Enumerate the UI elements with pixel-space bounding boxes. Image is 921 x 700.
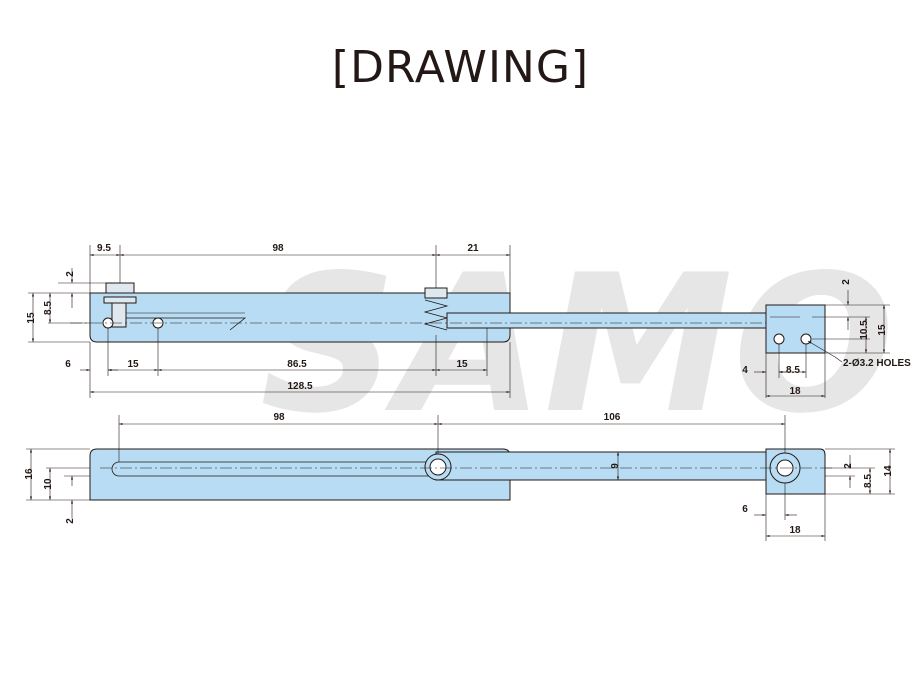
dim-18-end: 18 <box>789 386 801 397</box>
dim-2-top: 2 <box>65 271 76 277</box>
dim-15-top-c: 15 <box>456 359 468 370</box>
dim-21: 21 <box>467 243 479 254</box>
dim-2-front-left: 2 <box>65 518 76 524</box>
dim-8-5-front: 8.5 <box>863 474 874 488</box>
dim-8-5-end: 8.5 <box>786 365 800 376</box>
end-view-dimensions <box>754 290 890 398</box>
top-body <box>89 292 511 343</box>
page-title: [DRAWING] <box>331 42 590 93</box>
holes-note: 2-Ø3.2 HOLES <box>843 358 911 369</box>
dim-18-front: 18 <box>789 525 801 536</box>
dim-16: 16 <box>24 468 35 480</box>
front-pivot-inner <box>429 458 447 476</box>
top-spring-pivot <box>424 287 448 299</box>
dim-86-5: 86.5 <box>287 359 307 370</box>
top-arm <box>446 312 767 329</box>
dim-4-end: 4 <box>742 365 748 376</box>
front-view-dimensions <box>26 415 895 541</box>
front-arm <box>435 451 785 481</box>
dim-15-end: 15 <box>877 324 888 336</box>
dim-10-5: 10.5 <box>859 320 870 340</box>
dim-2-end: 2 <box>841 279 852 285</box>
dim-98-front: 98 <box>273 412 285 423</box>
dim-15-top-left: 15 <box>26 312 37 324</box>
dim-8-5-top: 8.5 <box>43 301 54 315</box>
dim-2-front-right: 2 <box>843 463 854 469</box>
end-hole-1 <box>773 333 785 345</box>
top-knob-left <box>105 282 135 294</box>
dim-6-front: 6 <box>742 504 748 515</box>
dim-10: 10 <box>43 478 54 490</box>
dim-98-top: 98 <box>272 243 284 254</box>
dim-128-5: 128.5 <box>287 381 312 392</box>
top-view-dimensions <box>28 245 511 398</box>
dim-106: 106 <box>604 412 621 423</box>
dim-6-top: 6 <box>65 359 71 370</box>
dim-14: 14 <box>883 465 894 477</box>
end-hole-2 <box>800 333 812 345</box>
dim-9: 9 <box>610 463 621 469</box>
dim-9-5: 9.5 <box>97 243 111 254</box>
dim-15-top-b: 15 <box>127 359 139 370</box>
front-view <box>89 448 835 501</box>
